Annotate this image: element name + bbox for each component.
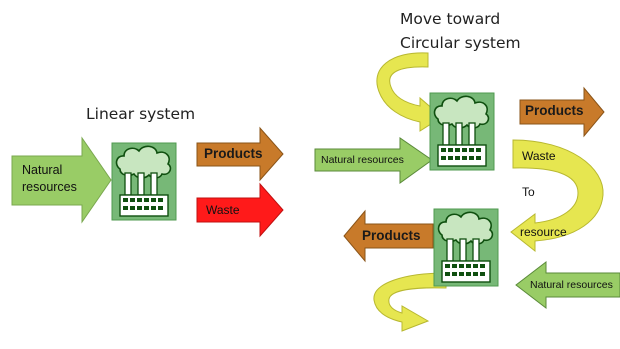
- circular-waste-loop-arrow: [510, 139, 604, 253]
- circular-resource-label: resource: [520, 225, 567, 239]
- linear-factory-icon: [111, 142, 177, 221]
- circular-bottom-products-label: Products: [362, 228, 421, 243]
- linear-title: Linear system: [86, 105, 196, 123]
- linear-waste-arrow: [196, 182, 284, 238]
- circular-bottom-input-label: Natural resources: [530, 279, 613, 291]
- linear-products-arrow: [196, 126, 284, 182]
- circular-top-products-arrow: [519, 86, 605, 138]
- circular-title: Move toward Circular system: [400, 10, 521, 52]
- linear-products-label: Products: [204, 146, 263, 161]
- circular-bottom-factory-icon: [433, 208, 499, 287]
- circular-top-factory-icon: [429, 92, 495, 171]
- linear-input-arrow: [11, 136, 112, 224]
- circular-top-input-arrow: [314, 137, 433, 184]
- circular-bottom-input-arrow: [515, 260, 620, 310]
- linear-input-label: Natural resources: [22, 163, 77, 194]
- circular-top-products-label: Products: [525, 103, 584, 118]
- circular-to-label: To: [522, 185, 535, 199]
- circular-top-input-label: Natural resources: [321, 154, 404, 166]
- circular-bottom-loop-arrow: [373, 272, 447, 332]
- circular-bottom-products-arrow: [343, 209, 434, 263]
- linear-waste-label: Waste: [206, 203, 240, 217]
- circular-waste-label: Waste: [522, 149, 556, 163]
